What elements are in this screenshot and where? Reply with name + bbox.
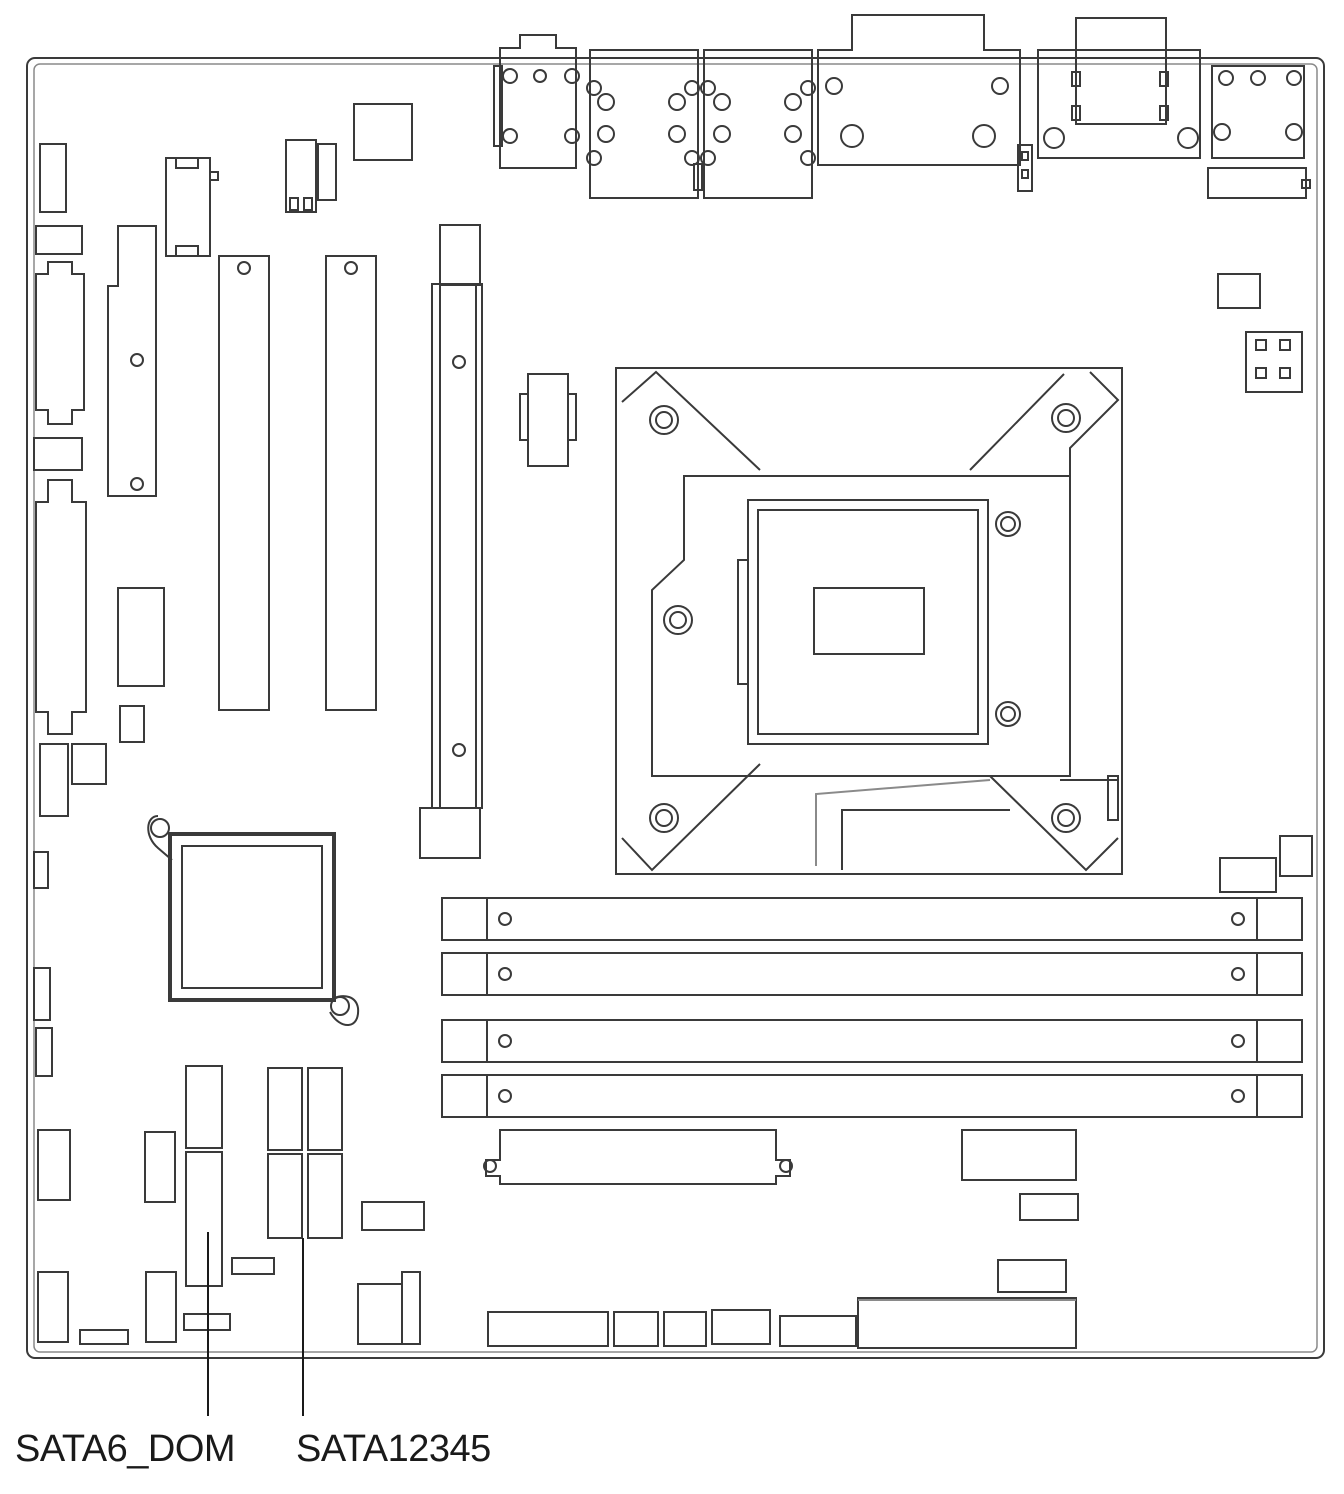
- fan-header: [520, 374, 576, 466]
- sata12345-connector: [268, 1068, 342, 1238]
- usb-connector: [1208, 66, 1310, 198]
- callout-label-sata12345: SATA12345: [296, 1428, 491, 1470]
- cpu-socket: [616, 368, 1122, 874]
- callout-leaders: [208, 1232, 303, 1416]
- sata-side-header: [145, 1132, 175, 1202]
- dimm-slot-1: [442, 898, 1302, 940]
- small-components-top-left: [36, 104, 412, 256]
- atx-power-connector: [484, 1130, 792, 1184]
- board-outline: [27, 58, 1324, 1358]
- pci-slot-2: [326, 256, 376, 710]
- ps2-connector: [494, 35, 579, 168]
- serial-connector: [1038, 18, 1200, 158]
- callout-label-sata6-dom: SATA6_DOM: [15, 1428, 236, 1470]
- dimm-slot-3: [442, 1020, 1302, 1062]
- expansion-slot-short: [108, 226, 156, 496]
- lower-right-components: [962, 1130, 1078, 1292]
- dimm-slots: [442, 898, 1302, 1117]
- usb-lan-stack-1: [587, 50, 702, 198]
- vga-connector: [818, 15, 1032, 191]
- sata-connectors: [145, 1066, 424, 1286]
- atx-12v-connector: [1218, 274, 1302, 392]
- pcie-x16-slot: [420, 225, 482, 858]
- dimm-slot-2: [442, 953, 1302, 995]
- usb-lan-stack-2: [701, 50, 815, 198]
- left-edge-headers: [34, 262, 164, 1342]
- chipset-heatsink: [148, 816, 358, 1025]
- right-headers: [1220, 836, 1312, 892]
- bottom-edge-headers: [80, 1272, 1076, 1348]
- rear-io-panel: [494, 15, 1310, 198]
- dimm-slot-4: [442, 1075, 1302, 1117]
- pci-slot-1: [219, 256, 269, 710]
- sata6-dom-connector: [186, 1066, 274, 1286]
- small-header: [362, 1202, 424, 1230]
